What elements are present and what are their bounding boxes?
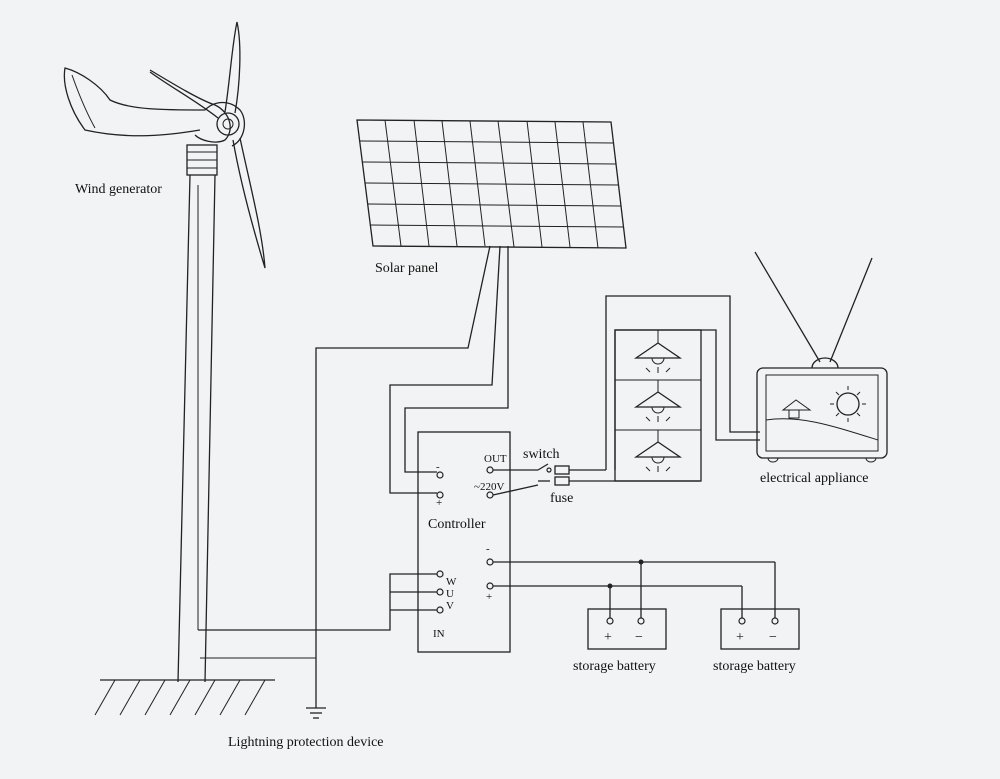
wind-tower	[177, 174, 216, 683]
phase-v-label: V	[446, 600, 454, 612]
lamp-3-icon	[633, 430, 683, 472]
ac-out-terminal-2	[486, 491, 494, 499]
solar-minus-terminal	[436, 471, 444, 479]
solar-panel-icon	[356, 119, 627, 249]
battery-minus-label: -	[486, 543, 490, 555]
ground-hatch	[94, 679, 275, 716]
wind-v-terminal	[436, 606, 444, 614]
solar-minus-label: -	[436, 461, 440, 473]
wind-turbine-icon	[63, 21, 266, 269]
battery-minus-terminal	[486, 558, 494, 566]
battery-1-plus: +	[604, 630, 612, 645]
storage-battery-1-label: storage battery	[573, 659, 656, 674]
fuse-label: fuse	[550, 491, 573, 506]
ground-symbol-icon	[306, 707, 326, 719]
controller-box	[417, 431, 511, 653]
lightning-protection-label: Lightning protection device	[228, 735, 384, 750]
wind-w-terminal	[436, 570, 444, 578]
switch-label: switch	[523, 447, 560, 462]
electrical-appliance-label: electrical appliance	[760, 471, 868, 486]
storage-battery-1	[587, 608, 667, 650]
lamp-circuit	[605, 295, 760, 482]
tv-appliance-icon	[754, 251, 888, 463]
battery-1-minus: −	[635, 630, 643, 645]
controller-label: Controller	[428, 517, 486, 532]
solar-plus-label: +	[436, 497, 442, 509]
battery-2-minus: −	[769, 630, 777, 645]
solar-plus-terminal	[436, 491, 444, 499]
controller-out-label: OUT	[484, 453, 507, 465]
lamp-2-icon	[633, 380, 683, 422]
solar-panel-label: Solar panel	[375, 261, 438, 276]
solar-wiring	[315, 245, 509, 708]
storage-battery-2-label: storage battery	[713, 659, 796, 674]
controller-in-label: IN	[433, 628, 445, 640]
phase-w-label: W	[446, 576, 457, 588]
battery-plus-label: +	[486, 591, 492, 603]
wind-generator-label: Wind generator	[75, 182, 162, 197]
ac-out-terminal-1	[486, 466, 494, 474]
controller-ac-label: ~220V	[474, 481, 504, 493]
battery-bus	[493, 559, 776, 619]
lamp-1-icon	[633, 330, 683, 373]
storage-battery-2	[720, 608, 800, 650]
wind-wiring	[198, 573, 437, 659]
battery-plus-terminal	[486, 582, 494, 590]
battery-2-plus: +	[736, 630, 744, 645]
phase-u-label: U	[446, 588, 454, 600]
wind-u-terminal	[436, 588, 444, 596]
